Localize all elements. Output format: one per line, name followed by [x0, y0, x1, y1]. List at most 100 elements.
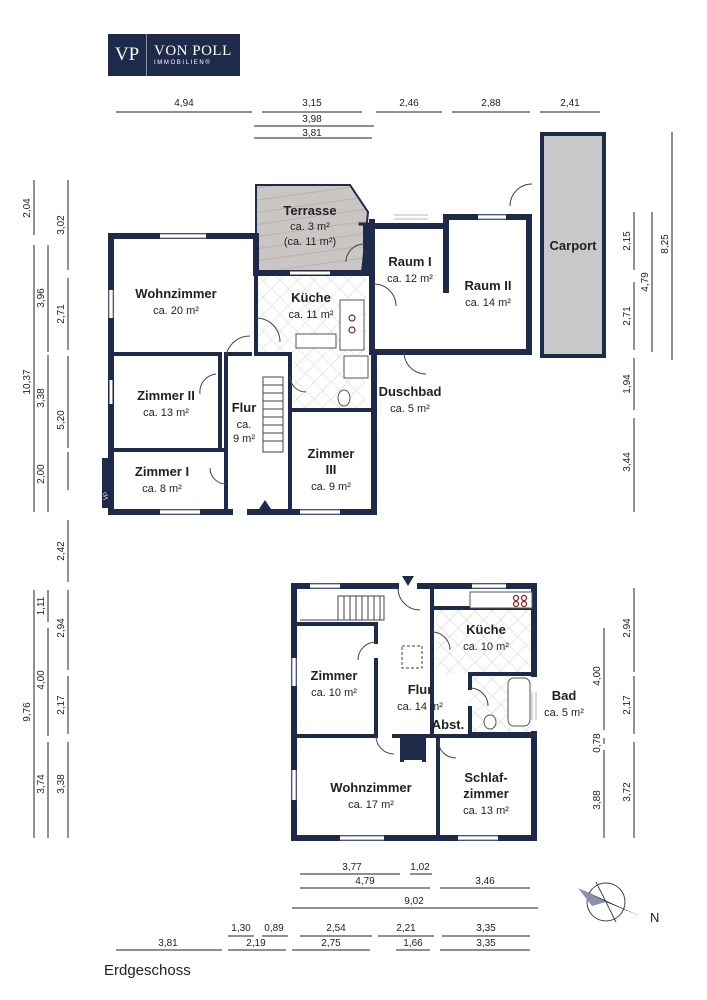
room-raum1-area: ca. 12 m²	[387, 273, 433, 285]
toilet	[337, 389, 351, 407]
room-raum2-name: Raum II	[465, 278, 512, 293]
dim2-right-5: 3,88	[592, 790, 603, 810]
house2-dimension-labels: 9,76 1,11 4,00 2,94 2,17 3,74 3,38 2,94 …	[22, 596, 633, 949]
house1-window-frames	[108, 214, 506, 515]
dim-top-5: 2,46	[399, 98, 419, 109]
room2-zimmer-area: ca. 10 m²	[311, 687, 357, 699]
dim2-bottom-14: 1,66	[403, 938, 423, 949]
staircase-2	[300, 595, 385, 621]
house2-windows	[292, 584, 536, 840]
brand-logo: VP VON POLL IMMOBILIEN®	[108, 34, 240, 76]
stove-icon	[348, 314, 356, 334]
compass-needle-tail	[578, 888, 606, 906]
dim2-bottom-11: 3,81	[158, 938, 178, 949]
dim2-left-5: 2,17	[56, 695, 67, 715]
dim2-bottom-10: 3,35	[476, 923, 496, 934]
room2-wohnzimmer-area: ca. 17 m²	[348, 799, 394, 811]
dim-left-5: 10,37	[22, 369, 33, 394]
dim2-left-7: 3,38	[56, 774, 67, 794]
room-raum2-area: ca. 14 m²	[465, 297, 511, 309]
compass-needle	[578, 888, 640, 916]
room2-schlafzimmer-name-a: Schlaf-	[464, 770, 507, 785]
house1-windows	[109, 215, 506, 514]
dim-left-3: 3,96	[36, 288, 47, 308]
room2-zimmer-name: Zimmer	[311, 668, 358, 683]
dim-right-1: 2,15	[622, 231, 633, 251]
room2-kueche-name: Küche	[466, 622, 506, 637]
room2-abst-name: Abst.	[432, 717, 465, 732]
dim2-right-2: 4,00	[592, 666, 603, 686]
room2-schlafzimmer-name-b: zimmer	[463, 786, 509, 801]
dim-right-4: 2,71	[622, 306, 633, 326]
room-carport-name: Carport	[550, 238, 598, 253]
house1-doors	[199, 183, 533, 485]
house1: VP Terrasse ca. 3 m² (ca. 11 m²) Wohnzim…	[102, 132, 606, 515]
dim-left-1: 2,04	[22, 198, 33, 218]
logo-name: VON POLL	[154, 42, 232, 59]
house2: Küche ca. 10 m² Zimmer ca. 10 m² Flur ca…	[291, 576, 584, 841]
kitchen-counter	[339, 299, 365, 351]
dim2-bottom-8: 2,54	[326, 923, 346, 934]
dim2-bottom-13: 2,75	[321, 938, 341, 949]
dim2-bottom-1: 3,77	[342, 862, 362, 873]
house2-window-frames	[291, 583, 537, 841]
dim-top-6: 2,88	[481, 98, 501, 109]
room-zimmer2-area: ca. 13 m²	[143, 407, 189, 419]
room-flur-area-b: 9 m²	[233, 433, 255, 445]
room2-bad-area: ca. 5 m²	[544, 707, 584, 719]
house1-walls	[108, 214, 532, 515]
room-terrasse-name: Terrasse	[283, 203, 336, 218]
room-raum1-name: Raum I	[388, 254, 431, 269]
dim2-right-1: 2,94	[622, 618, 633, 638]
room-kueche-area: ca. 11 m²	[288, 309, 333, 321]
room-terrasse-area2: (ca. 11 m²)	[284, 236, 336, 248]
room2-wohnzimmer-name: Wohnzimmer	[330, 780, 411, 795]
hall-skylight	[401, 645, 423, 669]
house1-dimensions	[33, 111, 673, 582]
entrance-arrow-1	[257, 500, 273, 512]
room-flur-name: Flur	[232, 400, 257, 415]
compass-ring	[586, 882, 626, 922]
logo-tagline: IMMOBILIEN®	[154, 59, 212, 66]
dim-top-2: 3,15	[302, 98, 322, 109]
dim-top-4: 3,81	[302, 128, 322, 139]
room2-flur-name: Flur	[408, 682, 433, 697]
kitchen2-floor	[436, 608, 532, 674]
room2-schlafzimmer-area: ca. 13 m²	[463, 805, 509, 817]
dim-top-7: 2,41	[560, 98, 580, 109]
room2-bad-name: Bad	[552, 688, 577, 703]
carport-area	[540, 132, 606, 358]
room-zimmer3-area: ca. 9 m²	[311, 481, 351, 493]
bathtub	[507, 677, 531, 727]
room-kueche-name: Küche	[291, 290, 331, 305]
room-zimmer2-name: Zimmer II	[137, 388, 195, 403]
room-zimmer1-area: ca. 8 m²	[142, 483, 182, 495]
dim2-left-2: 1,11	[36, 596, 47, 615]
watermark-logo	[102, 458, 113, 508]
dim-right-3: 8,25	[660, 234, 671, 254]
room-wohnzimmer-area: ca. 20 m²	[153, 305, 199, 317]
dim2-bottom-9: 2,21	[396, 923, 416, 934]
dim2-bottom-4: 3,46	[475, 876, 495, 887]
dim-right-2: 4,79	[640, 272, 651, 292]
room-zimmer3-name-a: Zimmer	[308, 446, 355, 461]
house2-doors	[357, 587, 489, 759]
room-duschbad-area: ca. 5 m²	[390, 403, 430, 415]
dim2-bottom-2: 1,02	[410, 862, 430, 873]
dim-right-5: 1,94	[622, 374, 633, 394]
dim2-right-3: 2,17	[622, 695, 633, 715]
dim2-bottom-12: 2,19	[246, 938, 266, 949]
floor-label: Erdgeschoss	[104, 962, 191, 979]
dim2-bottom-15: 3,35	[476, 938, 496, 949]
dim-left-4: 2,71	[56, 304, 67, 324]
toilet2	[483, 714, 497, 730]
logo-initials: VP	[108, 34, 147, 76]
dim-top-1: 4,94	[174, 98, 194, 109]
shower	[343, 355, 369, 379]
room-wohnzimmer-name: Wohnzimmer	[135, 286, 216, 301]
sink	[295, 333, 337, 349]
staircase-1	[262, 376, 284, 453]
dim2-right-4: 0,78	[592, 733, 603, 753]
dim-top-3: 3,98	[302, 114, 322, 125]
